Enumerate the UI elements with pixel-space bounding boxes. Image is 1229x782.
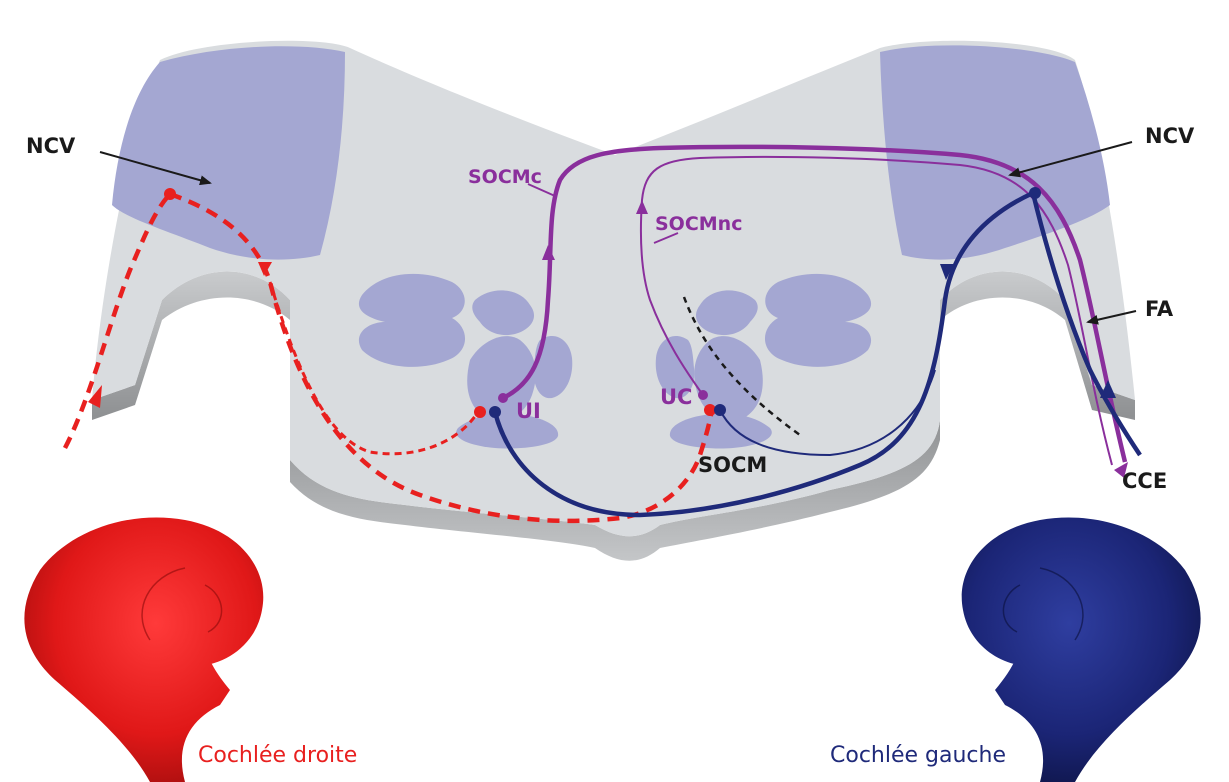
ncv-right-pointer (1008, 141, 1133, 178)
afferent-synapse-ncv (164, 188, 176, 200)
efferent-arrow-down (940, 264, 954, 280)
left-cochlea (961, 517, 1201, 782)
socmnc-origin-uc (698, 390, 708, 400)
fa-arrow-up (1100, 380, 1116, 398)
afferent-main-crossing (169, 191, 715, 524)
afferent-arrow-left (88, 385, 102, 408)
socmc-arrow (542, 245, 555, 260)
afferent-synapse-ui (474, 406, 486, 418)
ncv-right-label: NCV (1145, 124, 1195, 148)
socm-label: SOCM (698, 453, 767, 477)
fa-synapse-ncv (1029, 187, 1041, 199)
afferent-fibre-entry (63, 192, 172, 450)
afferent-synapse-uc (704, 404, 716, 416)
socmnc-arrow (636, 200, 648, 214)
brainstem-edge (92, 271, 1135, 561)
right-superior-olive (655, 273, 872, 449)
afferent-arrow-down (258, 262, 272, 276)
socmnc-label: SOCMnc (655, 213, 742, 235)
socmc-label: SOCMc (468, 166, 542, 188)
afferent-ipsi-branch (268, 281, 480, 456)
socmc-pointer (527, 183, 556, 197)
dashed-reference-line (682, 296, 801, 437)
socm-pathway-uncrossed (719, 369, 936, 457)
socm-origin-ui (489, 406, 501, 418)
socmnc-pathway (639, 155, 1113, 466)
right-cochlea-caption: Cochlée droite (198, 743, 357, 768)
fa-pointer (1086, 310, 1137, 325)
fa-label: FA (1145, 297, 1174, 321)
ui-label: UI (516, 399, 541, 423)
fa-pathway (1030, 192, 1142, 457)
ncv-left-pointer (99, 151, 212, 186)
left-superior-olive (358, 273, 573, 449)
cce-arrowhead-1 (1114, 462, 1128, 478)
left-cochlear-nucleus (112, 46, 345, 260)
cce-label: CCE (1122, 469, 1167, 493)
brainstem-section (92, 40, 1135, 537)
uc-label: UC (660, 385, 692, 409)
ncv-left-label: NCV (26, 134, 76, 158)
socmc-origin-ui (498, 393, 508, 403)
right-cochlea (24, 517, 264, 782)
socm-pathway-crossed (492, 190, 1034, 518)
socmc-pathway (502, 144, 1128, 463)
socmnc-pointer (653, 232, 679, 244)
left-cochlea-caption: Cochlée gauche (830, 743, 1006, 768)
socm-origin-uc (714, 404, 726, 416)
